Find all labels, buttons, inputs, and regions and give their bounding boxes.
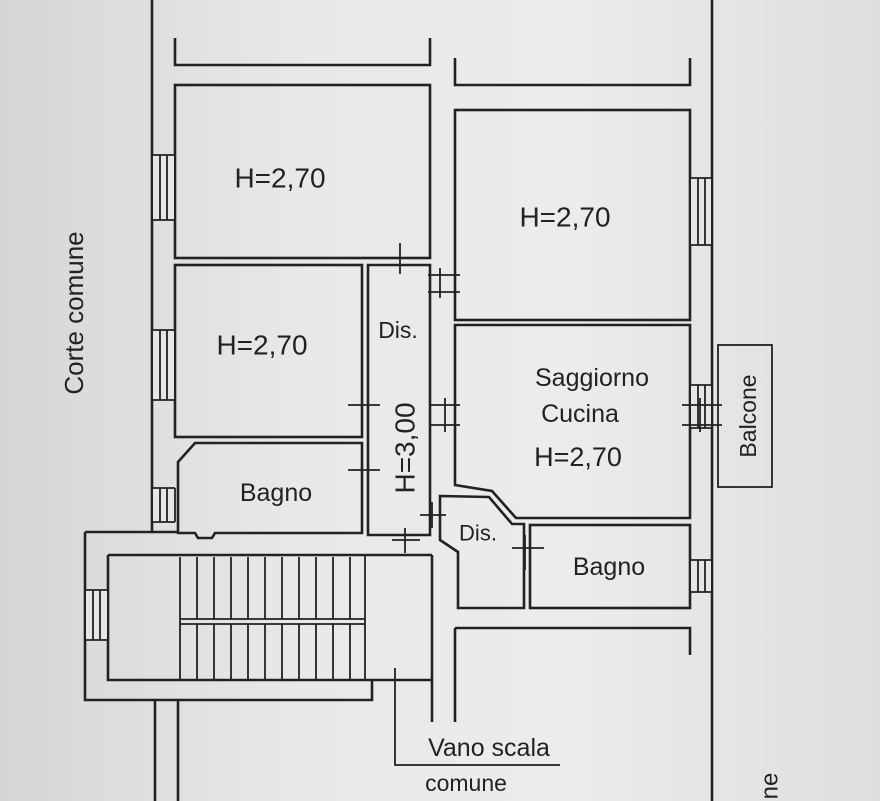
- corridor: [366, 263, 432, 537]
- balcony: [717, 344, 773, 488]
- courtyard-label: Corte comune: [59, 231, 89, 394]
- window-right-1-fill: [691, 178, 711, 245]
- balcony-door-fill: [691, 385, 711, 428]
- window-left-1-fill: [153, 155, 174, 220]
- bathroom-right-label: Bagno: [573, 553, 645, 581]
- small-corridor: [438, 494, 526, 610]
- living-kitchen-height: H=2,70: [534, 442, 622, 472]
- stairwell-label-1: Vano scala: [428, 734, 550, 762]
- room-top-left-height: H=2,70: [234, 163, 325, 194]
- stair-steps-upper: [196, 557, 351, 619]
- top-wall-right: [453, 58, 692, 87]
- window-left-3: [151, 487, 176, 523]
- bathroom-left: [176, 441, 364, 540]
- lower-walls-left: [153, 700, 180, 801]
- window-stairwell-fill: [86, 590, 107, 640]
- balcony-label: Balcone: [735, 374, 761, 457]
- window-right-2-fill: [691, 560, 711, 592]
- window-right-1: [689, 177, 713, 246]
- window-right-2-frame: [689, 559, 713, 593]
- balcony-door-frame: [689, 384, 713, 429]
- stair-steps-lower: [196, 624, 351, 680]
- door-marks: [348, 243, 722, 570]
- window-left-2-fill: [153, 330, 174, 400]
- living-kitchen-label-1: Saggiorno: [535, 364, 649, 392]
- window-stairwell-frame: [84, 589, 109, 641]
- corridor-height: H=3,00: [390, 402, 421, 493]
- window-stairwell: [84, 589, 109, 641]
- window-left-1-frame: [151, 154, 176, 221]
- living-kitchen-label-2: Cucina: [541, 400, 619, 428]
- small-corridor-label: Dis.: [459, 521, 497, 546]
- living-kitchen: [453, 323, 692, 520]
- window-left-3-frame: [151, 487, 176, 523]
- stairwell-label-2: comune: [425, 770, 507, 796]
- corridor-label: Dis.: [378, 317, 418, 343]
- window-left-3-fill: [153, 488, 174, 522]
- window-right-1-frame: [689, 177, 713, 246]
- bathroom-left-label: Bagno: [240, 479, 312, 507]
- edge-text-fragment: ne: [757, 773, 784, 800]
- stairwell-leader-line: [394, 668, 560, 766]
- lower-walls-center: [430, 555, 692, 722]
- stair-flight-frame: [179, 555, 366, 680]
- window-left-2: [151, 329, 176, 401]
- stairwell-outer-wall: [83, 530, 374, 702]
- room-middle-left-height: H=2,70: [216, 330, 307, 361]
- window-left-2-frame: [151, 329, 176, 401]
- window-left-1: [151, 154, 176, 221]
- top-wall-left: [173, 38, 432, 67]
- stairwell-inner-wall: [106, 553, 432, 682]
- window-right-2: [689, 559, 713, 593]
- room-top-right-height: H=2,70: [519, 202, 610, 233]
- balcony-door: [689, 384, 713, 429]
